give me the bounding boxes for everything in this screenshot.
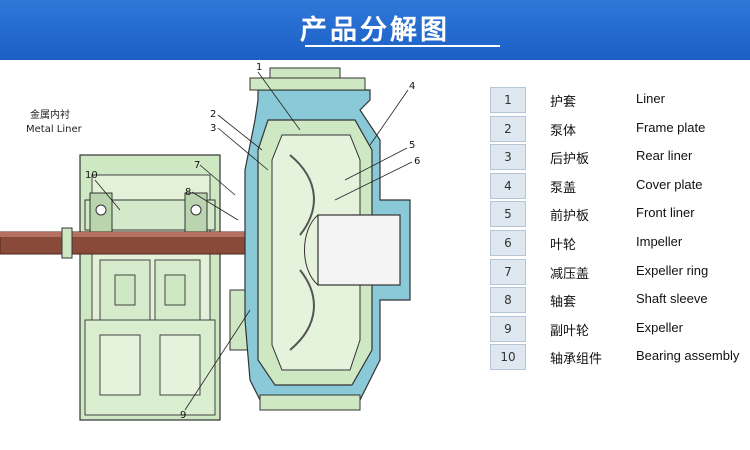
part-name-en: Expeller <box>636 319 683 335</box>
part-name-en: Rear liner <box>636 148 693 164</box>
part-number: 2 <box>490 115 526 142</box>
part-number: 8 <box>490 287 526 314</box>
header-bar: 产品分解图 <box>0 0 750 60</box>
part-name-en: Impeller <box>636 234 683 249</box>
part-name-en: Frame plate <box>636 119 706 135</box>
part-number: 6 <box>490 230 526 256</box>
part-number: 4 <box>490 172 526 199</box>
legend-row: 9 副叶轮 Expeller <box>490 314 750 342</box>
impeller <box>271 134 361 371</box>
legend-row: 10 轴承组件 Bearing assembly <box>490 342 750 371</box>
part-name-cn: 减压盖 <box>550 266 590 282</box>
callout-5: 5 <box>409 140 415 151</box>
legend-row: 3 后护板 Rear liner <box>490 142 750 171</box>
pump-diagram: 1 2 3 4 5 6 7 8 9 10 <box>0 62 420 421</box>
part-number: 1 <box>490 87 526 113</box>
part-name-cn: 副叶轮 <box>550 323 590 339</box>
callout-8: 8 <box>185 187 191 198</box>
legend-row: 1 护套 Liner <box>490 85 750 113</box>
part-number: 10 <box>490 344 526 371</box>
part-name-cn: 护套 <box>550 95 577 110</box>
callout-3: 3 <box>210 123 216 134</box>
legend-row: 6 叶轮 Impeller <box>490 228 750 256</box>
part-number: 5 <box>490 201 526 228</box>
callout-6: 6 <box>414 156 420 167</box>
callout-1: 1 <box>256 62 262 73</box>
part-name-en: Cover plate <box>636 176 703 192</box>
legend-row: 7 减压盖 Expeller ring <box>490 257 750 285</box>
legend-row: 2 泵体 Frame plate <box>490 114 750 142</box>
callout-7: 7 <box>194 160 200 171</box>
part-number: 3 <box>490 144 526 171</box>
part-number: 7 <box>490 258 526 285</box>
callout-2: 2 <box>210 109 216 120</box>
part-name-cn: 轴套 <box>550 295 577 311</box>
part-name-en: Shaft sleeve <box>636 291 708 307</box>
callout-leaders <box>94 71 413 411</box>
part-name-cn: 泵盖 <box>550 180 577 196</box>
legend-row: 8 轴套 Shaft sleeve <box>490 285 750 314</box>
legend-row: 4 泵盖 Cover plate <box>490 171 750 199</box>
page-title: 产品分解图 <box>300 15 450 46</box>
part-name-en: Liner <box>636 91 665 106</box>
part-name-cn: 叶轮 <box>550 238 577 253</box>
part-name-cn: 泵体 <box>550 123 577 139</box>
bearing-assembly <box>84 192 216 234</box>
callout-10: 10 <box>85 170 98 181</box>
part-name-cn: 前护板 <box>550 209 590 225</box>
metal-liner-label-cn: 金属内衬 <box>30 110 70 121</box>
part-name-en: Bearing assembly <box>636 348 740 364</box>
part-number: 9 <box>490 315 526 342</box>
part-name-en: Front liner <box>636 205 695 221</box>
part-name-cn: 后护板 <box>550 152 590 168</box>
part-name-en: Expeller ring <box>636 262 709 278</box>
part-name-cn: 轴承组件 <box>550 352 603 368</box>
title-underline <box>305 45 500 47</box>
callout-9: 9 <box>180 410 186 421</box>
callout-4: 4 <box>409 81 415 92</box>
legend-row: 5 前护板 Front liner <box>490 199 750 228</box>
suction-throat <box>304 214 401 286</box>
metal-liner-label-en: Metal Liner <box>26 124 82 135</box>
